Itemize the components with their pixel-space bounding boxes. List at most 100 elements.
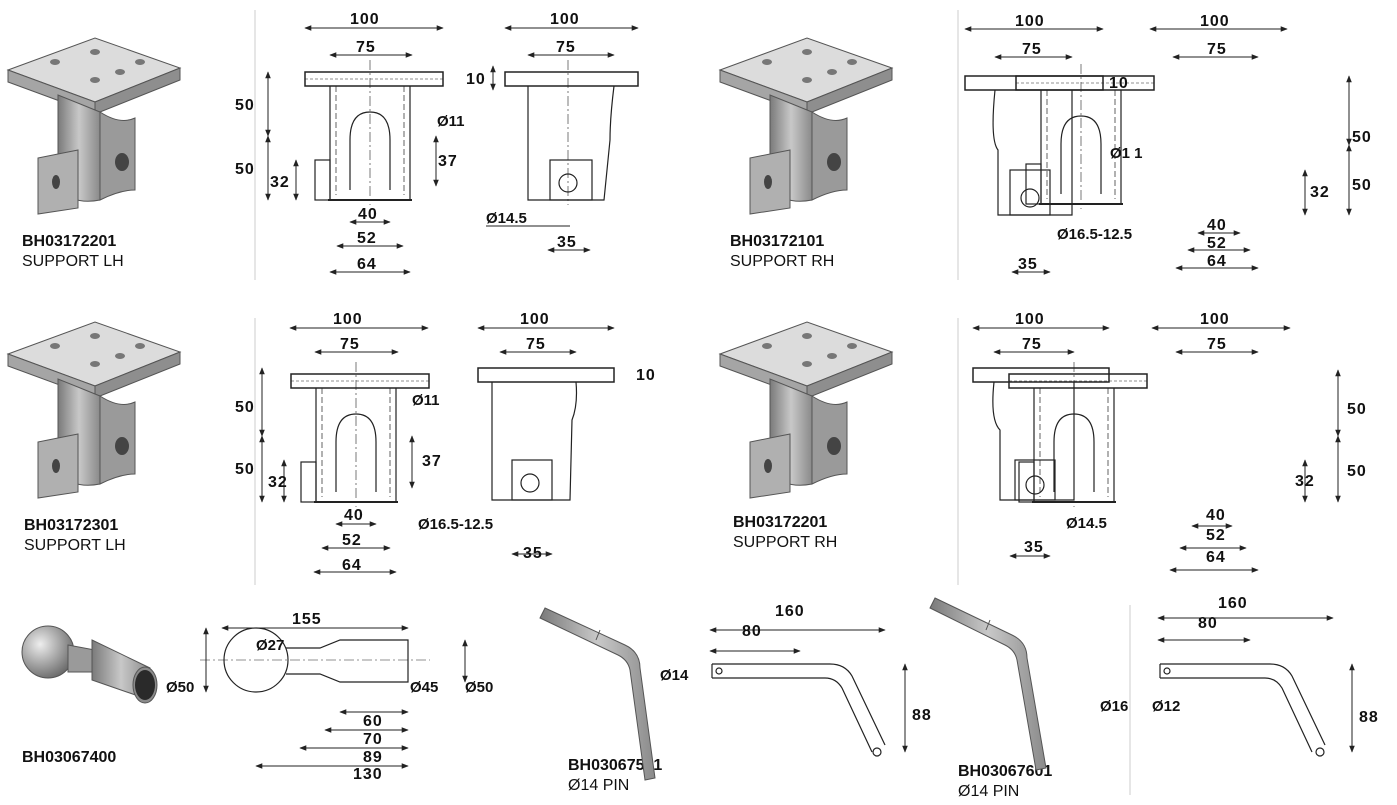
dim-64: 64 (357, 256, 377, 273)
dim-35: 35 (1024, 539, 1044, 556)
dim-50: 50 (235, 399, 255, 416)
dim-52: 52 (357, 230, 377, 247)
dim-60: 60 (363, 713, 383, 730)
dim-100: 100 (550, 11, 580, 28)
dimension-lines (1157, 615, 1355, 753)
dim-10: 10 (636, 367, 656, 384)
dim-10: 10 (1109, 75, 1129, 92)
support-side-view (477, 367, 615, 501)
dim-70: 70 (363, 731, 383, 748)
part-desc: Ø14 PIN (958, 783, 1020, 800)
support-front-view (304, 60, 444, 205)
dim-89: 89 (363, 749, 383, 766)
dim-phi145: Ø14.5 (1066, 515, 1107, 532)
part-label-4: BH03172201 SUPPORT RH (733, 513, 837, 553)
dim-32: 32 (1310, 184, 1330, 201)
dim-75: 75 (556, 39, 576, 56)
dim-100: 100 (520, 311, 550, 328)
dim-phi12: Ø12 (1152, 698, 1180, 715)
dim-35: 35 (557, 234, 577, 251)
dim-50: 50 (235, 97, 255, 114)
dim-40: 40 (1207, 217, 1227, 234)
dim-100: 100 (1015, 13, 1045, 30)
dimension-lines (709, 627, 908, 753)
dim-phi11: Ø11 (412, 392, 440, 409)
dim-phi50: Ø50 (465, 679, 493, 696)
dim-80: 80 (742, 623, 762, 640)
pin-drawing (1159, 663, 1326, 757)
dim-50: 50 (235, 161, 255, 178)
dim-phi16: Ø16 (1100, 698, 1128, 715)
ball-stud-3d-image (21, 625, 158, 704)
dim-100: 100 (333, 311, 363, 328)
dim-40: 40 (344, 507, 364, 524)
dim-50: 50 (235, 461, 255, 478)
part-label-3: BH03172301 SUPPORT LH (24, 516, 126, 556)
dim-88: 88 (1359, 709, 1379, 726)
dim-10: 10 (466, 71, 486, 88)
dim-155: 155 (292, 611, 322, 628)
pin-drawing (711, 663, 886, 757)
dim-32: 32 (268, 474, 288, 491)
dim-100: 100 (1015, 311, 1045, 328)
dim-64: 64 (1207, 253, 1227, 270)
dim-40: 40 (1206, 507, 1226, 524)
dim-64: 64 (1206, 549, 1226, 566)
dim-100: 100 (1200, 13, 1230, 30)
part-label-5: BH03067400 (22, 748, 116, 768)
dim-160: 160 (775, 603, 805, 620)
dim-phi1651: Ø16.5-12.5 (1057, 226, 1132, 243)
dim-50: 50 (1347, 401, 1367, 418)
dim-52: 52 (1206, 527, 1226, 544)
part-code: BH03067501 (568, 757, 663, 774)
dim-phi11: Ø1 1 (1110, 145, 1143, 162)
part-code: BH03172201 (22, 233, 117, 250)
dim-75: 75 (340, 336, 360, 353)
dim-88: 88 (912, 707, 932, 724)
dim-75: 75 (1207, 41, 1227, 58)
dim-37: 37 (438, 153, 458, 170)
ball-stud-drawing (200, 627, 430, 693)
dim-phi14: Ø14 (660, 667, 689, 684)
dim-phi145: Ø14.5 (486, 210, 527, 227)
dim-52: 52 (342, 532, 362, 549)
part-desc: Ø14 PIN (568, 777, 630, 794)
dim-phi1651: Ø16.5-12.5 (418, 516, 493, 533)
dim-75: 75 (526, 336, 546, 353)
part-code: BH03172301 (24, 517, 119, 534)
dim-52: 52 (1207, 235, 1227, 252)
dim-32: 32 (270, 174, 290, 191)
part-desc: SUPPORT RH (733, 534, 838, 551)
dim-50: 50 (1352, 177, 1372, 194)
dim-130: 130 (353, 766, 383, 783)
part-desc: SUPPORT LH (24, 537, 126, 554)
part-code: BH03067400 (22, 749, 117, 766)
dim-phi27: Ø27 (256, 637, 284, 654)
part-label-1: BH03172201 SUPPORT LH (22, 232, 124, 272)
dim-40: 40 (358, 206, 378, 223)
dim-75: 75 (1207, 336, 1227, 353)
support-3d-image (6, 37, 182, 215)
dim-35: 35 (523, 545, 543, 562)
dimension-lines (259, 25, 1352, 575)
pin-3d-image (929, 597, 1047, 771)
support-side-view (972, 367, 1110, 501)
part-label-6: BH03067501 Ø14 PIN (568, 756, 662, 796)
support-side-view (964, 75, 1104, 216)
dim-phi45: Ø45 (410, 679, 438, 696)
part-label-7: BH03067601 Ø14 PIN (958, 762, 1052, 802)
part-code: BH03172201 (733, 514, 828, 531)
dim-75: 75 (1022, 41, 1042, 58)
dim-100: 100 (350, 11, 380, 28)
dim-64: 64 (342, 557, 362, 574)
dim-32: 32 (1295, 473, 1315, 490)
pin-3d-image (539, 607, 656, 781)
dim-50: 50 (1347, 463, 1367, 480)
dim-75: 75 (356, 39, 376, 56)
dim-75: 75 (1022, 336, 1042, 353)
dim-phi50: Ø50 (166, 679, 194, 696)
part-desc: SUPPORT RH (730, 253, 835, 270)
support-side-view (504, 60, 639, 205)
part-desc: SUPPORT LH (22, 253, 124, 270)
